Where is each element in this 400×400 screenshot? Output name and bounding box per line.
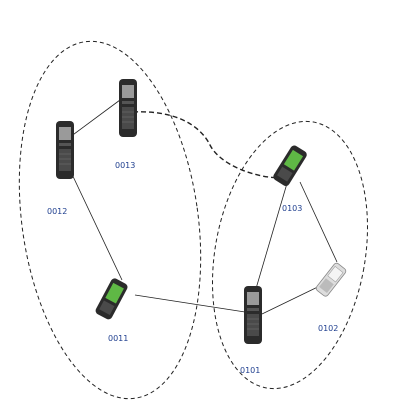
- node-label-0013: 0013: [115, 161, 135, 170]
- phone-icon: [95, 278, 128, 320]
- node-label-0103: 0103: [282, 204, 302, 213]
- phone-icon: [119, 79, 137, 137]
- link-0011-0101: [134, 294, 246, 313]
- cluster-boundary-left: [18, 40, 202, 400]
- node-0013[interactable]: 0013: [115, 79, 137, 170]
- node-0102[interactable]: 0102: [315, 262, 347, 333]
- phone-icon: [56, 121, 74, 179]
- phone-icon: [244, 286, 262, 344]
- phone-icon: [273, 145, 307, 186]
- node-0012[interactable]: 0012: [47, 121, 74, 216]
- node-0103[interactable]: 0103: [272, 144, 308, 213]
- node-label-0102: 0102: [318, 324, 338, 333]
- node-label-0101: 0101: [240, 366, 260, 375]
- cluster-boundary-right: [212, 120, 368, 390]
- link-0013-0103-dashed: [132, 111, 283, 179]
- link-0012-0011: [69, 169, 123, 281]
- node-0101[interactable]: 0101: [240, 286, 262, 375]
- node-0011[interactable]: 0011: [94, 277, 129, 343]
- phone-icon: [315, 262, 347, 297]
- link-0012-0013: [65, 99, 121, 141]
- node-label-0011: 0011: [108, 334, 128, 343]
- node-label-0012: 0012: [47, 207, 67, 216]
- link-0103-0102: [299, 181, 338, 263]
- link-0101-0103: [254, 179, 289, 293]
